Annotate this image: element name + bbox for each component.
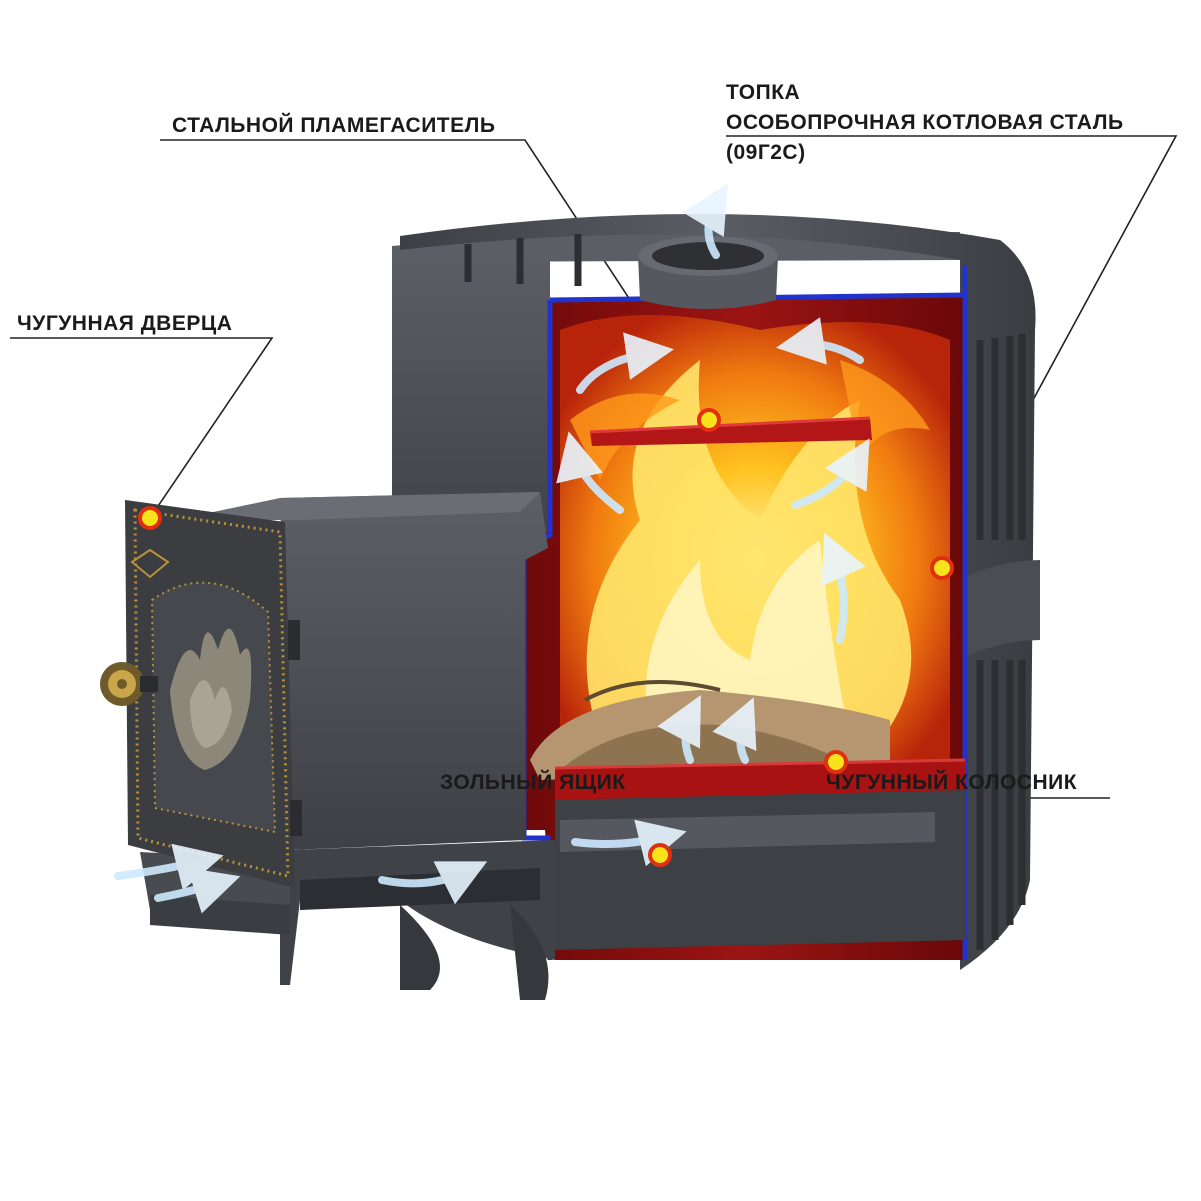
callout-markers	[138, 408, 954, 867]
marker-door	[138, 506, 162, 530]
label-cast-iron-door: ЧУГУННАЯ ДВЕРЦА	[17, 312, 233, 335]
label-cast-iron-grate: ЧУГУННЫЙ КОЛОСНИК	[826, 771, 1078, 794]
label-firebox-line2: ОСОБОПРОЧНАЯ КОТЛОВАЯ СТАЛЬ	[726, 111, 1124, 134]
fire	[560, 315, 950, 760]
leg-left	[400, 905, 440, 990]
marker-firebox	[930, 556, 954, 580]
rear-block	[392, 246, 550, 560]
door-knob	[100, 662, 158, 706]
air-flow-arrows	[114, 183, 870, 914]
ash-tray-lip	[150, 895, 290, 935]
leader-door	[10, 337, 274, 519]
grate-plate	[555, 760, 965, 800]
tunnel-top	[175, 492, 540, 520]
chimney	[638, 236, 778, 309]
tunnel-box	[280, 492, 548, 850]
shield-slots	[464, 234, 1026, 950]
cast-iron-door	[125, 500, 302, 888]
logs	[530, 680, 890, 780]
flame-damper-plate	[590, 418, 872, 446]
label-firebox: ТОПКА ОСОБОПРОЧНАЯ КОТЛОВАЯ СТАЛЬ (09Г2С…	[726, 78, 1124, 168]
label-ash-box: ЗОЛЬНЫЙ ЯЩИК	[440, 771, 626, 794]
label-firebox-line1: ТОПКА	[726, 81, 801, 104]
leg-right	[510, 905, 549, 1000]
heat-shield	[400, 213, 1036, 971]
label-flame-damper: СТАЛЬНОЙ ПЛАМЕГАСИТЕЛЬ	[172, 114, 496, 137]
marker-grate	[824, 750, 848, 774]
marker-ash-box	[648, 843, 672, 867]
marker-damper	[697, 408, 721, 432]
label-firebox-line3: (09Г2С)	[726, 141, 806, 164]
shield-band	[958, 560, 1040, 660]
